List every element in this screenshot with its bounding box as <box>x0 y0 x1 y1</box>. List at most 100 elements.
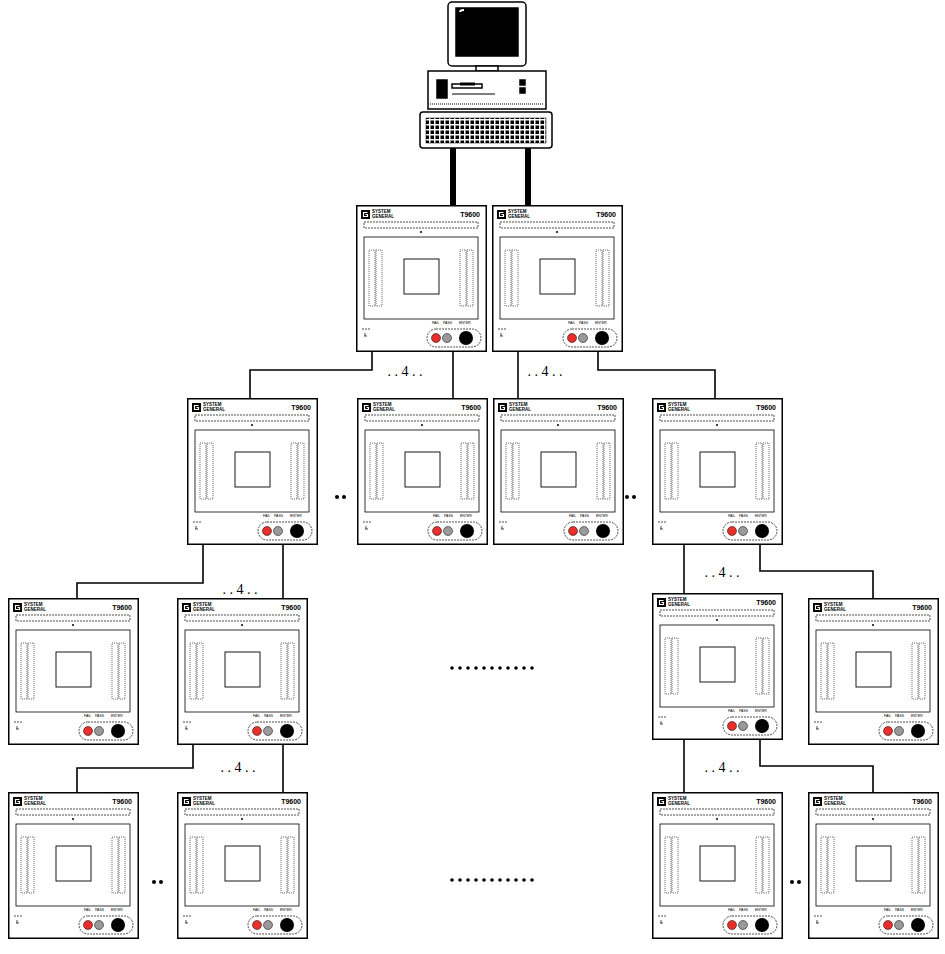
fanout-count: . . 4 . . <box>218 760 259 776</box>
brand-name: SYSTEM GENERAL <box>24 797 50 806</box>
tester-outline <box>8 792 139 939</box>
button-label: ENTER <box>460 515 472 519</box>
model-number: T9600 <box>756 599 776 606</box>
button-label: ENTER <box>111 909 123 913</box>
button-label: FAIL <box>432 322 439 326</box>
tester-link <box>77 745 193 792</box>
model-number: T9600 <box>112 798 132 805</box>
button-label: PASS <box>895 909 904 913</box>
model-number: T9600 <box>281 604 301 611</box>
button-label: ENTER <box>911 909 923 913</box>
model-number: T9600 <box>112 604 132 611</box>
button-label: PASS <box>895 715 904 719</box>
tester-unit: SYSTEM GENERALT9600FAILPASSENTER <box>492 205 623 352</box>
model-number: T9600 <box>291 404 311 411</box>
brand-name: SYSTEM GENERAL <box>509 403 535 412</box>
button-label: FAIL <box>433 515 440 519</box>
model-number: T9600 <box>460 211 480 218</box>
button-label: PASS <box>443 322 452 326</box>
tester-unit: SYSTEM GENERALT9600FAILPASSENTER <box>356 205 487 352</box>
button-label: FAIL <box>728 710 735 714</box>
tester-outline <box>652 792 783 939</box>
button-label: FAIL <box>884 715 891 719</box>
brand-name: SYSTEM GENERAL <box>373 403 399 412</box>
button-label: PASS <box>739 710 748 714</box>
tester-outline <box>187 398 318 545</box>
button-label: ENTER <box>111 715 123 719</box>
ellipsis-dots <box>450 666 534 882</box>
host-cable <box>525 148 531 205</box>
button-label: PASS <box>264 909 273 913</box>
brand-name: SYSTEM GENERAL <box>824 603 850 612</box>
model-number: T9600 <box>596 211 616 218</box>
button-label: PASS <box>95 715 104 719</box>
brand-name: SYSTEM GENERAL <box>824 797 850 806</box>
tester-outline <box>808 792 939 939</box>
button-label: ENTER <box>280 715 292 719</box>
tester-outline <box>492 205 623 352</box>
tester-unit: SYSTEM GENERALT9600FAILPASSENTER <box>652 792 783 939</box>
model-number: T9600 <box>756 404 776 411</box>
tester-unit: SYSTEM GENERAL T9600FAIL PASS ENTER <box>187 398 318 545</box>
button-label: PASS <box>739 909 748 913</box>
button-label: ENTER <box>290 515 302 519</box>
tester-unit: SYSTEM GENERALT9600FAILPASSENTER <box>493 398 624 545</box>
tester-unit: SYSTEM GENERAL T9600FAIL PASS ENTER <box>177 792 308 939</box>
tester-link <box>77 545 203 598</box>
tester-outline <box>357 398 488 545</box>
tester-unit: SYSTEM GENERALT9600FAILPASSENTER <box>652 398 783 545</box>
fanout-count: . . 4 . . <box>220 582 261 598</box>
button-label: FAIL <box>884 909 891 913</box>
button-label: PASS <box>579 322 588 326</box>
button-label: FAIL <box>253 715 260 719</box>
button-label: PASS <box>264 715 273 719</box>
fanout-count: . . 4 . . <box>385 364 426 380</box>
brand-name: SYSTEM GENERAL <box>24 603 50 612</box>
model-number: T9600 <box>597 404 617 411</box>
button-label: FAIL <box>569 515 576 519</box>
button-label: FAIL <box>84 909 91 913</box>
model-number: T9600 <box>912 798 932 805</box>
computer-keyboard <box>420 112 552 148</box>
tester-outline <box>177 792 308 939</box>
host-cable <box>450 148 456 205</box>
button-label: FAIL <box>263 515 270 519</box>
brand-name: SYSTEM GENERAL <box>193 797 219 806</box>
model-number: T9600 <box>281 798 301 805</box>
tester-unit: SYSTEM GENERALT9600FAILPASSENTER <box>808 598 939 745</box>
computer-monitor <box>448 2 526 71</box>
tester-link <box>282 545 284 598</box>
button-label: FAIL <box>84 715 91 719</box>
button-label: PASS <box>739 515 748 519</box>
button-label: FAIL <box>728 515 735 519</box>
tester-outline <box>356 205 487 352</box>
tester-link <box>517 352 519 398</box>
brand-name: SYSTEM GENERAL <box>668 598 694 607</box>
button-label: PASS <box>444 515 453 519</box>
tester-outline <box>652 398 783 545</box>
button-label: ENTER <box>280 909 292 913</box>
button-label: FAIL <box>253 909 260 913</box>
button-label: PASS <box>95 909 104 913</box>
model-number: T9600 <box>756 798 776 805</box>
button-label: PASS <box>580 515 589 519</box>
tester-link <box>452 352 454 398</box>
tester-unit: SYSTEM GENERAL T9600FAIL PASS ENTER <box>8 598 139 745</box>
button-label: ENTER <box>755 710 767 714</box>
button-label: ENTER <box>459 322 471 326</box>
button-label: ENTER <box>911 715 923 719</box>
tester-unit: SYSTEM GENERAL T9600FAIL PASS ENTER <box>808 792 939 939</box>
tester-link <box>250 352 372 398</box>
tester-unit: SYSTEM GENERALT9600FAILPASSENTER <box>357 398 488 545</box>
tester-outline <box>8 598 139 745</box>
button-label: ENTER <box>755 515 767 519</box>
brand-name: SYSTEM GENERAL <box>203 403 229 412</box>
tester-link <box>282 745 284 792</box>
button-label: PASS <box>274 515 283 519</box>
tester-unit: SYSTEM GENERAL T9600FAIL PASS ENTER <box>8 792 139 939</box>
tester-link <box>760 545 873 598</box>
tester-link <box>683 545 685 593</box>
tester-link <box>598 352 715 398</box>
button-label: FAIL <box>568 322 575 326</box>
